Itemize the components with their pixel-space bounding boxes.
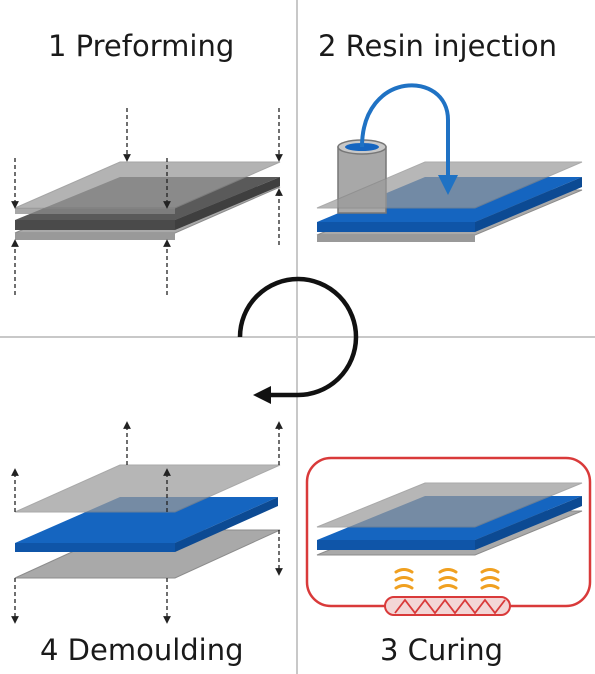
step-4-label: 4 Demoulding <box>40 633 244 667</box>
resin-injection-illustration <box>316 83 583 242</box>
step-3-label: 3 Curing <box>380 633 504 667</box>
curing-illustration <box>305 456 592 616</box>
step-2-label: 2 Resin injection <box>318 29 557 63</box>
demoulding-illustration <box>11 421 283 624</box>
cycle-arrow <box>237 276 359 404</box>
step-1-label: 1 Preforming <box>48 29 235 63</box>
preforming-illustration <box>11 108 283 295</box>
